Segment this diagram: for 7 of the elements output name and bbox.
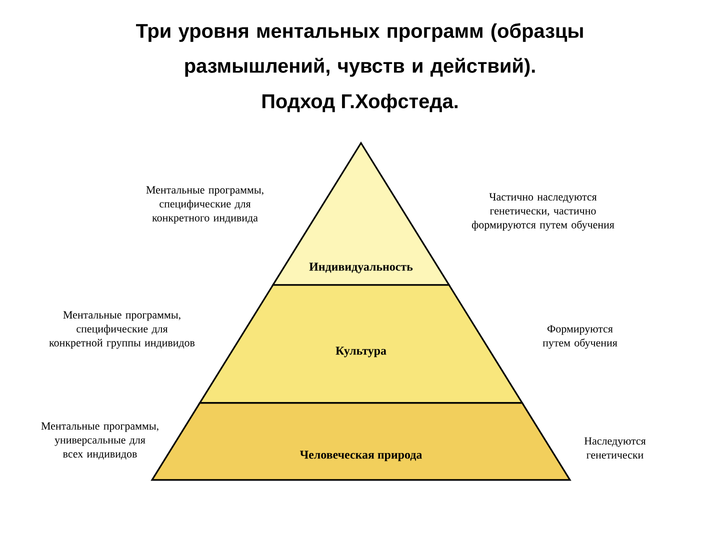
- side-note: Частично наследуются генетически, частично формируются путем обучения: [472, 193, 614, 231]
- side-note: Ментальные программы, специфические для конкретного индивида: [146, 186, 264, 224]
- subtitle: Подход Г.Хофстеда.: [262, 94, 458, 112]
- side-note: Формируются путем обучения: [542, 325, 618, 349]
- side-note: Наследуются генетически: [584, 437, 646, 459]
- title: Три уровня ментальных программ (образцы размышлений, чувств и действий).: [136, 23, 583, 77]
- side-note: Ментальные программы, специфические для конкретной группы индивидов: [49, 311, 195, 349]
